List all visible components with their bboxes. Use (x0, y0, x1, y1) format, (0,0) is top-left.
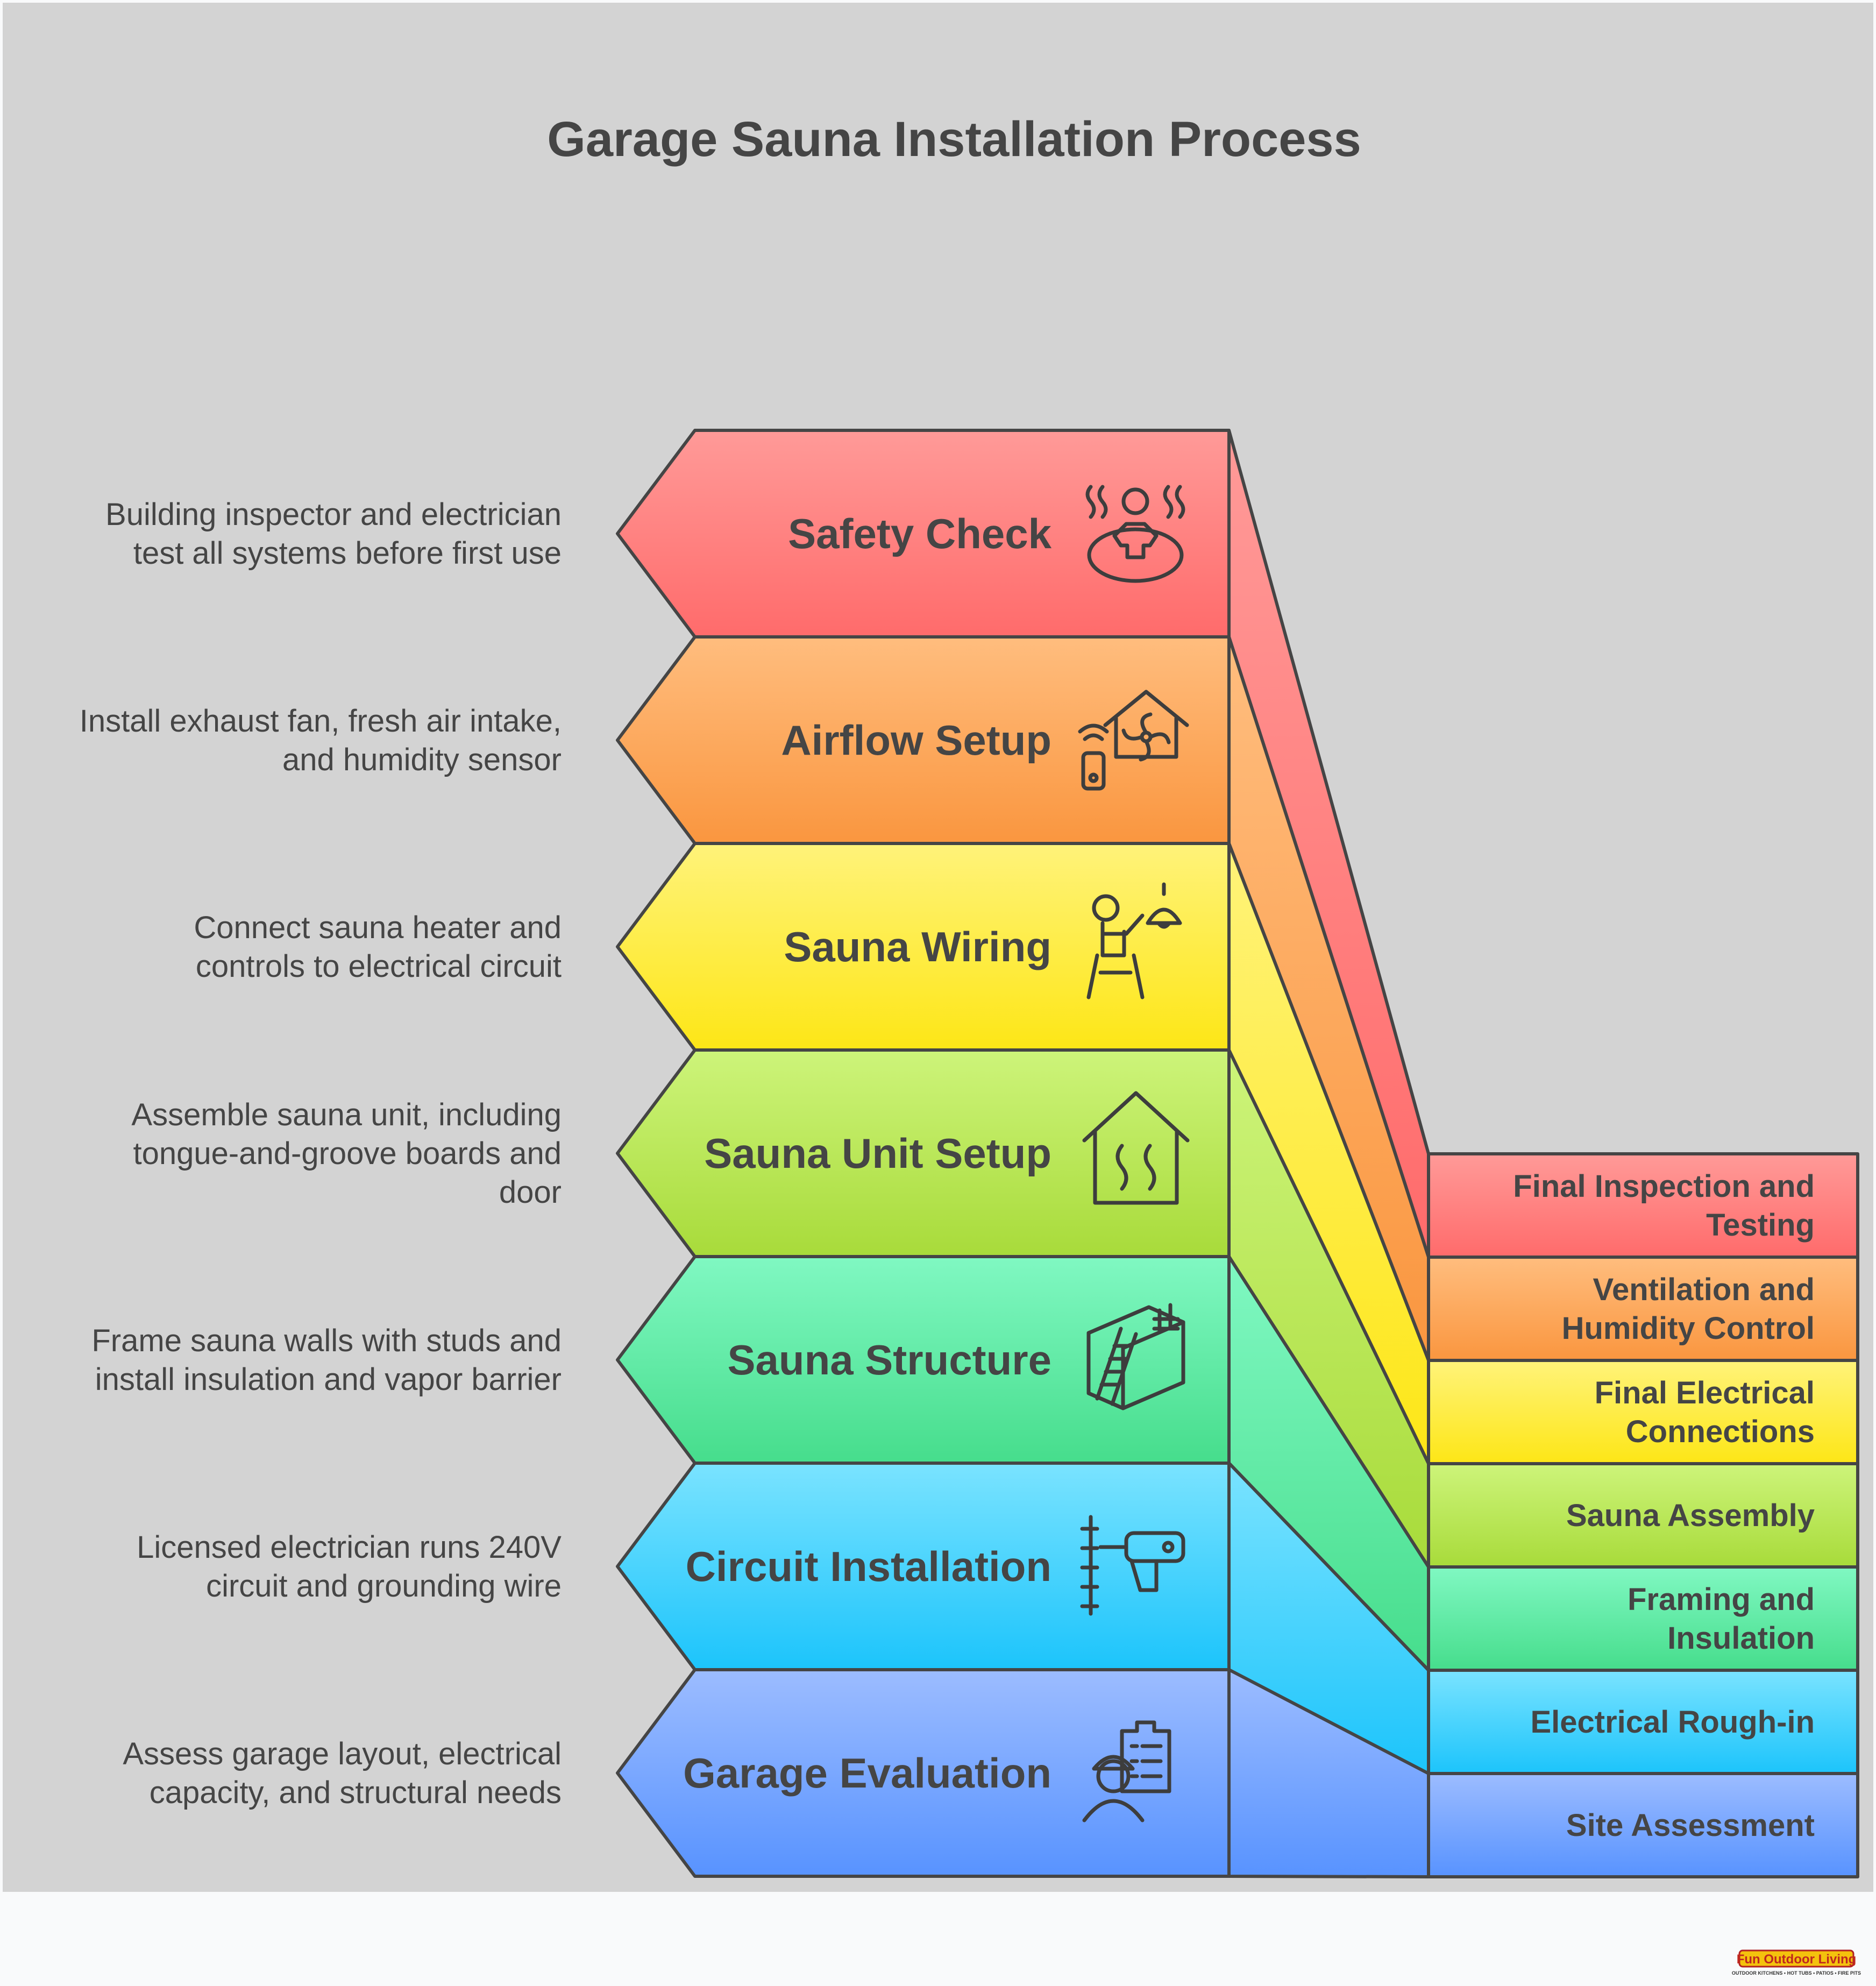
step-description-line: Licensed electrician runs 240V (137, 1530, 562, 1565)
step-description-line: install insulation and vapor barrier (95, 1362, 562, 1397)
outcome-box (1427, 1669, 1859, 1775)
step-chevron (616, 1462, 1231, 1671)
step-description-line: test all systems before first use (133, 536, 562, 571)
step-circuit-installation: Circuit Installation Licensed electrician… (137, 1462, 1859, 1775)
outcome-box (1427, 1462, 1859, 1569)
logo-tagline: OUTDOOR KITCHENS • HOT TUBS • PATIOS • F… (1732, 1970, 1861, 1976)
outcome-label: Connections (1626, 1414, 1815, 1449)
step-description-line: capacity, and structural needs (150, 1775, 562, 1810)
step-label: Safety Check (788, 510, 1052, 557)
step-label: Garage Evaluation (683, 1749, 1051, 1797)
wall-drill-icon (1080, 1515, 1185, 1616)
step-chevron (616, 1048, 1231, 1258)
step-chevron (616, 1668, 1231, 1878)
outcome-label: Testing (1706, 1208, 1815, 1243)
step-sauna-wiring: Sauna Wiring Connect sauna heater and cont… (194, 842, 1859, 1465)
outcome-label: Final Inspection and (1513, 1169, 1815, 1204)
step-chevron (616, 1255, 1231, 1465)
step-label: Circuit Installation (686, 1543, 1051, 1590)
step-sauna-structure: Sauna Structure Frame sauna walls with st… (91, 1255, 1859, 1672)
step-airflow-setup: Airflow Setup Install exhaust fan, fresh … (80, 635, 1859, 1362)
step-label: Sauna Unit Setup (704, 1130, 1051, 1177)
step-description-line: Building inspector and electrician (105, 497, 562, 532)
outcome-label: Sauna Assembly (1566, 1498, 1815, 1533)
outcome-label: Site Assessment (1566, 1808, 1815, 1843)
outcome-label: Electrical Rough-in (1530, 1705, 1815, 1740)
step-safety-check: Safety Check Building inspector and elect… (105, 429, 1859, 1259)
step-description-line: circuit and grounding wire (206, 1569, 562, 1604)
outcome-box (1427, 1359, 1859, 1465)
outcome-box (1427, 1152, 1859, 1259)
step-description-line: and humidity sensor (282, 742, 562, 777)
electrician-ladder-lamp-icon (1086, 882, 1182, 999)
step-sauna-unit-setup: Sauna Unit Setup Assemble sauna unit, inc… (131, 1048, 1859, 1569)
outcome-label: Humidity Control (1562, 1311, 1815, 1346)
box-frame-ladder-icon (1086, 1303, 1185, 1410)
outcome-label: Framing and (1628, 1582, 1815, 1617)
outcome-box (1427, 1565, 1859, 1672)
person-steam-icon (1085, 485, 1185, 583)
step-description-line: tongue-and-groove boards and (133, 1136, 562, 1171)
house-fan-remote-icon (1078, 690, 1189, 791)
outcome-label: Ventilation and (1593, 1272, 1815, 1307)
outcome-box (1427, 1772, 1859, 1878)
step-label: Airflow Setup (781, 717, 1051, 764)
logo-name: Fun Outdoor Living (1737, 1952, 1857, 1967)
brand-logo: Fun Outdoor Living OUTDOOR KITCHENS • HO… (1732, 1949, 1861, 1976)
outcome-box (1427, 1256, 1859, 1362)
outcome-label: Insulation (1667, 1621, 1815, 1656)
step-description-line: Install exhaust fan, fresh air intake, (80, 704, 562, 739)
worker-clipboard-icon (1082, 1720, 1171, 1822)
step-description-line: Frame sauna walls with studs and (91, 1323, 562, 1358)
step-chevron (616, 635, 1231, 845)
steps-stack: Safety Check Building inspector and elect… (80, 429, 1859, 1878)
step-description-line: controls to electrical circuit (196, 949, 562, 984)
step-description-line: door (499, 1175, 562, 1210)
house-steam-icon (1082, 1091, 1190, 1205)
outcome-label: Final Electrical (1595, 1375, 1815, 1410)
step-description-line: Assess garage layout, electrical (123, 1736, 562, 1771)
step-description-line: Assemble sauna unit, including (131, 1097, 562, 1132)
page-title: Garage Sauna Installation Process (547, 112, 1361, 167)
step-label: Sauna Structure (728, 1336, 1051, 1384)
step-chevron (616, 842, 1231, 1052)
step-chevron (616, 429, 1231, 639)
step-label: Sauna Wiring (784, 923, 1051, 970)
step-description-line: Connect sauna heater and (194, 910, 562, 945)
step-garage-evaluation: Garage Evaluation Assess garage layout, e… (123, 1668, 1859, 1878)
